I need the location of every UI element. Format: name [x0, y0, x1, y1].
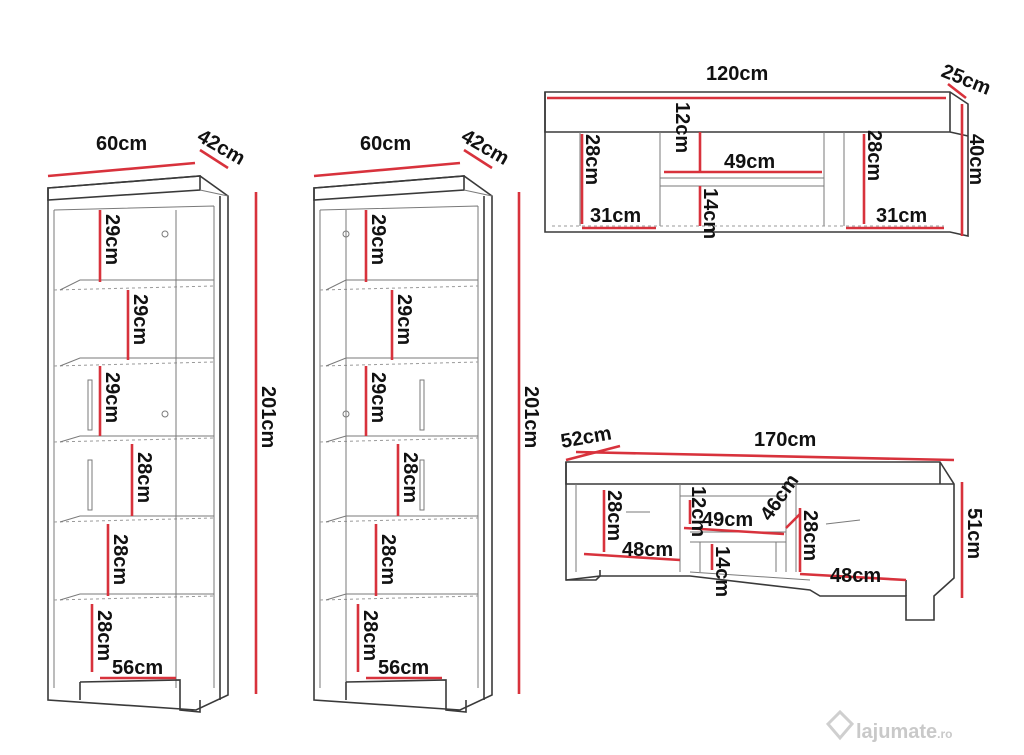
label-depth: 52cm [559, 422, 613, 453]
label-shelf-2: 29cm [129, 294, 151, 345]
dim-line-right-width [799, 572, 907, 582]
label-left-width: 31cm [590, 205, 641, 227]
label-width: 120cm [706, 63, 768, 85]
tv-stand: 170cm 52cm 51cm 28cm 48cm 12cm 49cm 46cm… [559, 422, 985, 621]
label-base: 56cm [112, 657, 163, 679]
label-shelf-1: 29cm [101, 214, 123, 265]
cabinet-left: 60cm 42cm 201cm 29cm 29cm 29cm 28cm 28cm… [47, 125, 279, 713]
dim-line-middle-width [683, 526, 785, 536]
label-shelf-3: 29cm [367, 372, 389, 423]
label-right-height: 28cm [863, 130, 885, 181]
label-shelf-3: 29cm [101, 372, 123, 423]
dim-line-width [47, 161, 196, 178]
cabinet-right: 60cm 42cm 201cm 29cm 29cm 29cm 28cm 28cm… [313, 125, 542, 713]
label-width: 60cm [96, 133, 147, 155]
label-width: 60cm [360, 133, 411, 155]
dim-line-width [313, 161, 461, 178]
label-shelf-5: 28cm [377, 534, 399, 585]
dim-line-width [575, 450, 955, 462]
label-right-width: 48cm [830, 565, 881, 587]
label-middle-height: 14cm [711, 546, 733, 597]
label-height: 51cm [963, 508, 985, 559]
label-middle-height: 14cm [699, 188, 721, 239]
label-height: 201cm [520, 386, 542, 448]
dim-line-middle-depth [785, 513, 801, 529]
dim-line-depth [947, 82, 967, 100]
label-shelf-5: 28cm [109, 534, 131, 585]
wall-shelf: 120cm 25cm 40cm 12cm 49cm 14cm 28cm 31cm… [544, 60, 994, 239]
dim-line-depth [463, 148, 493, 170]
label-top-gap: 12cm [687, 486, 709, 537]
label-shelf-6: 28cm [359, 610, 381, 661]
watermark-brand: lajumate.ro [856, 721, 953, 743]
watermark: lajumate.ro [825, 709, 953, 743]
dim-line-depth [565, 444, 621, 462]
label-depth: 25cm [938, 60, 994, 100]
label-height: 40cm [965, 134, 987, 185]
label-height: 201cm [257, 386, 279, 448]
label-shelf-1: 29cm [367, 214, 389, 265]
dim-line-depth [199, 148, 229, 170]
heart-logo-icon [825, 709, 855, 741]
label-right-width: 31cm [876, 205, 927, 227]
label-middle-width: 49cm [724, 151, 775, 173]
label-shelf-6: 28cm [93, 610, 115, 661]
label-middle-width: 49cm [702, 509, 753, 531]
dim-line-left-width [583, 552, 681, 562]
label-right-height: 28cm [799, 510, 821, 561]
label-left-width: 48cm [622, 539, 673, 561]
label-left-height: 28cm [581, 134, 603, 185]
label-shelf-4: 28cm [133, 452, 155, 503]
label-left-height: 28cm [603, 490, 625, 541]
label-shelf-2: 29cm [393, 294, 415, 345]
label-shelf-4: 28cm [399, 452, 421, 503]
label-base: 56cm [378, 657, 429, 679]
label-top-gap: 12cm [671, 102, 693, 153]
label-width: 170cm [754, 429, 816, 451]
